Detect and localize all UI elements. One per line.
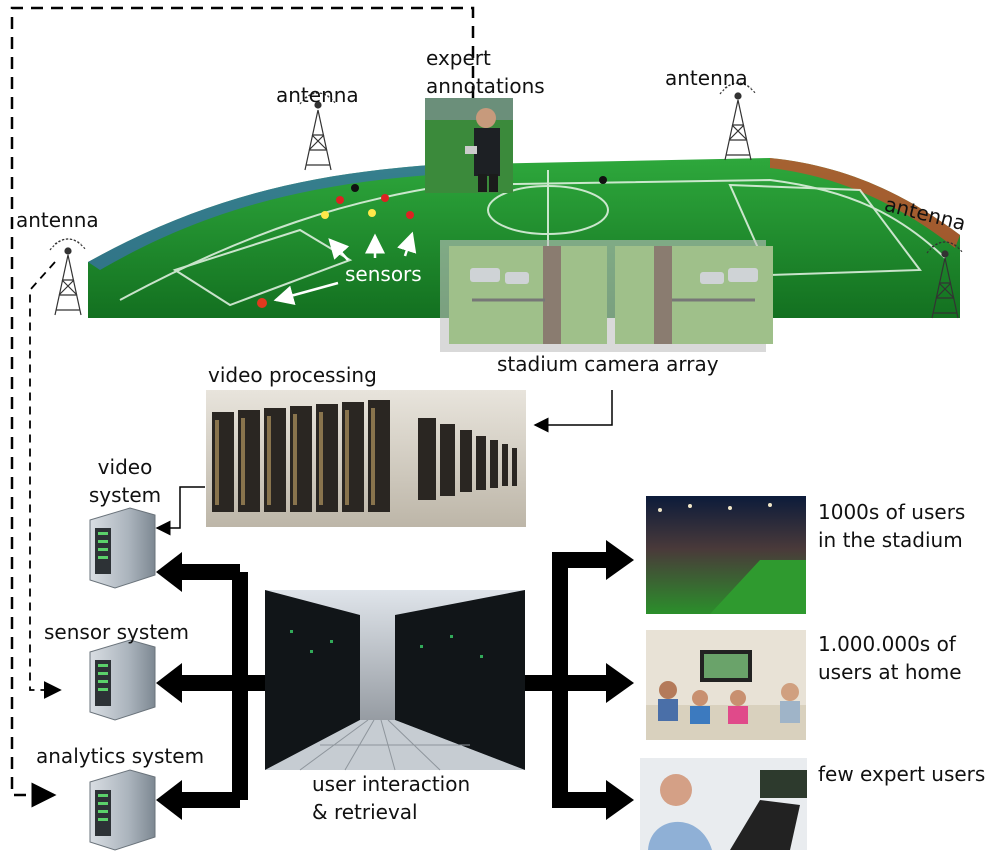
right-arrowheads [606, 540, 634, 820]
user-interaction-datacenter-photo [265, 590, 525, 771]
left-distribution-arrows [178, 564, 265, 808]
video-system-server-icon [89, 507, 156, 589]
stadium-users-label: 1000s of users in the stadium [818, 500, 966, 552]
video-system-label: video system [88, 455, 162, 507]
camera-array-photos [440, 240, 773, 352]
antenna-icon-left [49, 238, 87, 316]
antenna-label-top-left: antenna [276, 83, 359, 107]
arrow-processing-to-video-system [155, 486, 205, 536]
left-arrowheads [156, 552, 182, 820]
sensors-label: sensors [345, 262, 422, 286]
video-processing-photo [206, 390, 526, 527]
antenna-icon-top-left [299, 92, 337, 171]
dashed-connector-top [10, 6, 475, 797]
antenna-icon-top-right [719, 82, 757, 161]
sensor-system-label: sensor system [44, 620, 189, 644]
stadium-users-photo [646, 496, 806, 614]
expert-annotations-photo [425, 98, 513, 193]
expert-annotations-label: expert annotations [426, 46, 545, 98]
antenna-label-left: antenna [16, 208, 99, 232]
dashed-connector-left [29, 261, 56, 691]
antenna-label-top-right: antenna [665, 66, 748, 90]
user-interaction-label: user interaction & retrieval [312, 772, 471, 824]
analytics-system-label: analytics system [36, 744, 205, 768]
expert-users-photo [640, 758, 807, 850]
sensor-system-server-icon [89, 639, 156, 721]
analytics-system-server-icon [89, 769, 156, 851]
right-distribution-arrows [525, 552, 610, 808]
antenna-icon-right [926, 241, 964, 319]
home-users-label: 1.000.000s of users at home [818, 632, 962, 684]
expert-users-label: few expert users [818, 762, 986, 786]
home-users-photo [646, 630, 806, 740]
camera-array-label: stadium camera array [497, 352, 719, 376]
players [257, 176, 607, 308]
arrow-camera-to-processing [533, 390, 613, 433]
video-processing-label: video processing [208, 363, 377, 387]
